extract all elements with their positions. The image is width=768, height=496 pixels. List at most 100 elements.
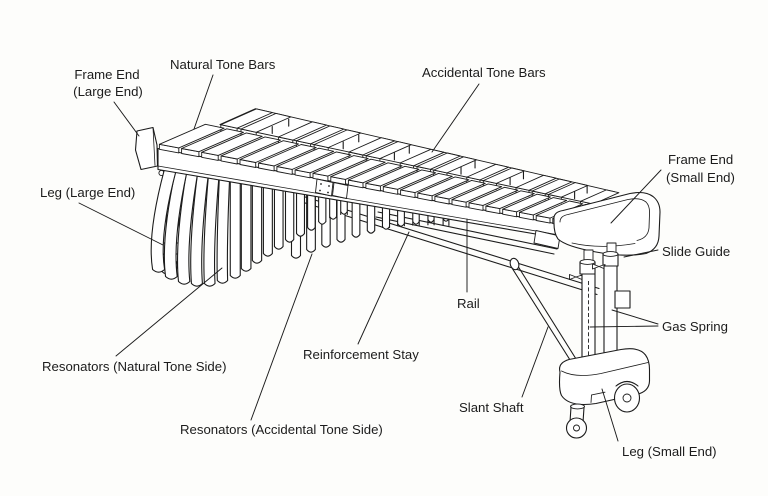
leader-slant-shaft: [521, 326, 549, 398]
accidental-tone-bar: [433, 156, 477, 174]
accidental-tone-bar: [515, 174, 557, 191]
resonator-tube-accidental: [381, 206, 391, 230]
accidental-tone-bar: [348, 137, 396, 156]
resonator-tube-accidental: [351, 201, 361, 238]
accidental-tone-bars-drawing: [220, 108, 620, 211]
resonators-natural-drawing: [150, 170, 348, 287]
resonator-tube-natural: [240, 183, 252, 272]
accidental-tone-bar: [531, 178, 573, 195]
natural-tone-bar: [468, 186, 519, 206]
natural-tone-bar: [400, 172, 453, 194]
label-resonators-accidental: Resonators (Accidental Tone Side): [180, 422, 383, 437]
natural-tone-bar: [276, 147, 335, 170]
leader-accidental-tone-bars: [431, 83, 480, 153]
resonator-tube-natural: [318, 195, 327, 225]
accidental-tone-bar: [580, 189, 620, 205]
label-frame-end-large-2: (Large End): [73, 84, 143, 99]
resonator-tube-natural: [284, 190, 295, 243]
label-reinforcement-stay: Reinforcement Stay: [303, 347, 419, 362]
resonator-tube-accidental: [366, 204, 376, 234]
accidental-tone-bar: [365, 141, 412, 160]
label-accidental-tone-bars: Accidental Tone Bars: [422, 65, 546, 80]
frame-end-small-drawing: [533, 191, 661, 256]
accidental-tone-bar: [399, 148, 445, 167]
resonator-tube-natural: [329, 197, 338, 220]
leader-reinforcement-stay: [357, 231, 410, 345]
natural-tone-bar: [519, 197, 568, 216]
resonator-tube-accidental: [397, 209, 405, 227]
natural-tone-bar: [347, 162, 403, 184]
label-frame-end-large-1: Frame End: [74, 67, 139, 82]
natural-tone-bar: [535, 200, 584, 219]
label-natural-tone-bars: Natural Tone Bars: [170, 57, 276, 72]
label-frame-end-small-1: Frame End: [668, 152, 733, 167]
resonator-tube-natural: [203, 177, 220, 287]
resonator-tube-natural: [273, 188, 284, 250]
natural-tone-bar: [451, 183, 503, 203]
wing-screw: [569, 263, 606, 280]
leader-resonators-natural: [115, 267, 223, 357]
post-bracket: [614, 290, 631, 309]
natural-tone-bar: [312, 155, 369, 177]
accidental-tone-bar: [466, 163, 510, 181]
rail-hinge-plates: [315, 178, 349, 199]
natural-tone-bar: [502, 193, 551, 213]
accidental-tone-bar: [220, 108, 273, 129]
natural-tone-bar: [258, 144, 317, 167]
natural-tone-bar: [181, 128, 244, 153]
reinforcement-stay-drawing: [301, 195, 600, 296]
natural-tone-bar: [434, 179, 486, 200]
natural-tone-bar: [239, 140, 299, 163]
accidental-tone-bar: [240, 112, 292, 133]
accidental-tone-bar: [295, 125, 345, 145]
shaft-clamp: [509, 257, 520, 271]
label-slide-guide: Slide Guide: [662, 244, 730, 259]
frame-end-large-drawing: [134, 126, 159, 171]
caster-small-front: [565, 403, 588, 439]
accidental-tone-bar: [313, 129, 362, 149]
resonator-tube-natural: [176, 174, 198, 285]
resonator-tube-natural: [295, 192, 306, 237]
resonator-tube-natural: [216, 179, 231, 284]
natural-tone-bar: [201, 132, 263, 156]
natural-tone-bar: [294, 151, 352, 174]
leader-resonators-accidental: [250, 253, 313, 421]
caster-small-rear: [613, 380, 641, 413]
resonator-tube-natural: [229, 181, 241, 279]
resonator-tube-natural: [262, 186, 273, 257]
accidental-tone-bar: [547, 182, 589, 198]
leg-small-end-drawing: [509, 242, 651, 439]
leader-gas-spring-b: [589, 325, 659, 328]
leader-gas-spring-a: [611, 309, 659, 325]
natural-tone-bar: [365, 165, 420, 187]
name-plate: [533, 230, 561, 249]
accidental-tone-bar: [482, 167, 525, 184]
natural-tone-bar: [485, 190, 535, 210]
leader-slide-guide: [623, 249, 659, 258]
cord-post-pins: [271, 118, 588, 200]
leader-leg-large: [78, 202, 164, 246]
label-rail: Rail: [457, 296, 480, 311]
label-leg-large-end: Leg (Large End): [40, 185, 135, 200]
slant-shaft-drawing: [509, 257, 583, 372]
resonator-tube-natural: [150, 170, 177, 273]
label-gas-spring: Gas Spring: [662, 319, 728, 334]
accidental-tone-bar: [277, 121, 327, 141]
natural-tone-bar: [417, 176, 470, 197]
slide-guide-drawing: [569, 242, 619, 280]
natural-tone-bar: [158, 123, 225, 149]
natural-tone-bar: [330, 158, 386, 180]
resonator-tube-accidental: [412, 211, 420, 226]
resonator-tube-natural: [307, 194, 316, 231]
leader-frame-end-small: [610, 169, 662, 224]
leader-frame-end-large: [113, 101, 140, 137]
leader-natural-tone-bars: [193, 74, 214, 130]
natural-tone-bars-drawing: [158, 123, 600, 227]
resonator-tube-natural: [340, 199, 348, 215]
label-leg-small-end: Leg (Small End): [622, 444, 717, 459]
labels: Frame End (Large End) Natural Tone Bars …: [40, 57, 735, 459]
resonator-tube-natural: [251, 184, 263, 264]
resonator-tube-natural: [163, 172, 188, 280]
